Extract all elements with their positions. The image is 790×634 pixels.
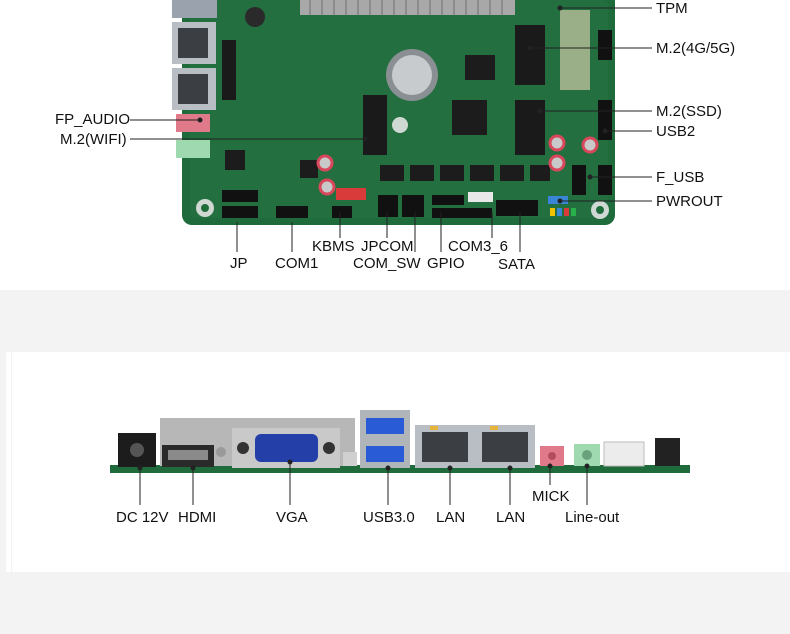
dc-jack-hole bbox=[130, 443, 144, 457]
label-m2-4g5g: M.2(4G/5G) bbox=[656, 40, 736, 57]
audio-jack-green bbox=[176, 140, 210, 158]
lan-port-1-led bbox=[430, 426, 438, 430]
main-chip bbox=[452, 100, 487, 135]
black-connector bbox=[655, 438, 680, 466]
label-line-out: Line-out bbox=[565, 509, 620, 526]
lan-port-1-inner bbox=[422, 432, 468, 462]
m2-slot-wifi bbox=[363, 95, 387, 155]
vga-port bbox=[255, 434, 318, 462]
bottom-leader-lines bbox=[137, 459, 590, 505]
mounting-hole-right-inner bbox=[596, 206, 604, 214]
buzzer bbox=[245, 7, 265, 27]
label-hdmi: HDMI bbox=[178, 509, 217, 526]
capacitors bbox=[316, 134, 599, 196]
label-lan-1: LAN bbox=[436, 509, 466, 526]
heatsink-fins bbox=[309, 0, 503, 15]
label-fp-audio: FP_AUDIO bbox=[55, 111, 131, 128]
usb3-port-bottom bbox=[366, 446, 404, 462]
label-vga: VGA bbox=[276, 509, 308, 526]
label-f-usb: F_USB bbox=[656, 169, 705, 186]
lan-port-2-inner bbox=[482, 432, 528, 462]
screw-post bbox=[216, 447, 226, 457]
top-leader-lines bbox=[130, 5, 652, 252]
label-com1: COM1 bbox=[275, 255, 319, 272]
heatsink bbox=[300, 0, 515, 15]
label-jp: JP bbox=[230, 255, 248, 272]
lan-port-2-led bbox=[490, 426, 498, 430]
chip-2 bbox=[465, 55, 495, 80]
label-lan-2: LAN bbox=[496, 509, 526, 526]
lan-port-top-2-inner bbox=[178, 74, 208, 104]
chip-4 bbox=[300, 160, 318, 178]
label-gpio: GPIO bbox=[427, 255, 465, 272]
motherboard-top-illustration bbox=[130, 0, 652, 252]
label-sata: SATA bbox=[498, 256, 535, 273]
usb-stack-top bbox=[172, 0, 217, 18]
m2-slot-4g bbox=[515, 25, 545, 85]
memory-chips-row bbox=[380, 165, 550, 181]
label-usb2: USB2 bbox=[656, 123, 696, 140]
lan-port-top-1-inner bbox=[178, 28, 208, 58]
label-usb30: USB3.0 bbox=[363, 509, 415, 526]
cmos-battery-top bbox=[392, 55, 432, 95]
label-tpm: TPM bbox=[656, 0, 688, 17]
ram-slot-left bbox=[222, 40, 236, 100]
label-mick: MICK bbox=[532, 488, 570, 505]
vga-screw-left bbox=[237, 442, 249, 454]
pcb-inner-shade bbox=[190, 0, 608, 218]
label-kbms: KBMS bbox=[312, 238, 355, 255]
panel-edge-strip bbox=[6, 352, 11, 572]
com-white-connector bbox=[468, 192, 493, 202]
label-com-sw: COM_SW bbox=[353, 255, 421, 272]
vga-screw-right bbox=[323, 442, 335, 454]
pin-headers bbox=[222, 30, 612, 218]
chip-3 bbox=[225, 150, 245, 170]
label-m2-ssd: M.2(SSD) bbox=[656, 103, 722, 120]
hdmi-port-inner bbox=[168, 450, 208, 460]
tpm-cable-area bbox=[560, 10, 590, 90]
usb3-port-top bbox=[366, 418, 404, 434]
line-out-jack-hole bbox=[582, 450, 592, 460]
white-connector bbox=[603, 441, 645, 467]
mic-jack-hole bbox=[548, 452, 556, 460]
label-jpcom: JPCOM bbox=[361, 238, 414, 255]
mounting-hole-left-inner bbox=[201, 204, 209, 212]
label-dc-12v: DC 12V bbox=[116, 509, 169, 526]
io-pcb-edge bbox=[110, 465, 690, 473]
label-m2-wifi: M.2(WIFI) bbox=[60, 131, 127, 148]
kbms-header-red bbox=[336, 188, 366, 200]
label-pwrout: PWROUT bbox=[656, 193, 723, 210]
pwrout-colored-pins bbox=[550, 208, 576, 216]
small-switch bbox=[343, 452, 357, 466]
mounting-hole-mid bbox=[392, 117, 408, 133]
label-com3-6: COM3_6 bbox=[448, 238, 509, 255]
